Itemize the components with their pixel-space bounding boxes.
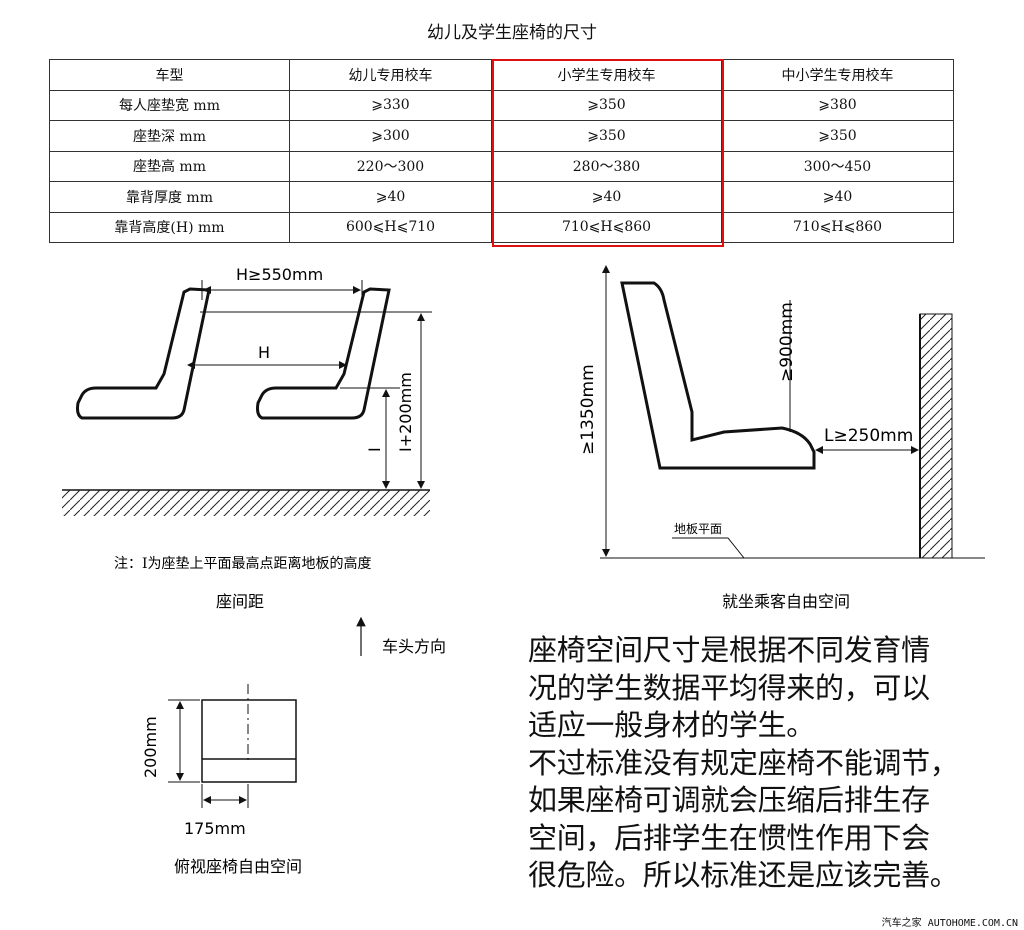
label-1350: ≥1350mm bbox=[578, 364, 598, 455]
free-space-caption: 就坐乘客自由空间 bbox=[722, 592, 850, 611]
direction-label: 车头方向 bbox=[382, 637, 446, 656]
page-title: 幼儿及学生座椅的尺寸 bbox=[427, 23, 597, 43]
table-cell: 220～300 bbox=[289, 150, 492, 182]
table-row: 每人座垫宽 mm ⩾330 ⩾350 ⩾380 bbox=[49, 89, 954, 121]
table-cell: ⩾350 bbox=[491, 120, 722, 152]
header-secondary-bus: 中小学生专用校车 bbox=[721, 59, 954, 91]
commentary-text: 座椅空间尺寸是根据不同发育情 况的学生数据平均得来的，可以 适应一般身材的学生。… bbox=[528, 633, 959, 892]
table-cell: 600⩽H⩽710 bbox=[289, 211, 492, 243]
seat-spacing-note: 注：I为座垫上平面最高点距离地板的高度 bbox=[114, 555, 372, 572]
table-cell: ⩾40 bbox=[721, 181, 954, 213]
table-cell: 300～450 bbox=[721, 150, 954, 182]
row-label: 靠背厚度 mm bbox=[49, 181, 290, 213]
label-l: L≥250mm bbox=[824, 426, 913, 446]
label-900: ≥900mm bbox=[777, 302, 797, 382]
top-view-diagram bbox=[168, 616, 366, 808]
row-label: 每人座垫宽 mm bbox=[49, 89, 290, 121]
header-kindergarten-bus: 幼儿专用校车 bbox=[289, 59, 492, 91]
table-row: 靠背高度(H) mm 600⩽H⩽710 710⩽H⩽860 710⩽H⩽860 bbox=[49, 211, 954, 243]
seat-right bbox=[256, 287, 391, 420]
table-cell: ⩾380 bbox=[721, 89, 954, 121]
label-200: 200mm bbox=[141, 716, 160, 778]
table-cell: ⩾300 bbox=[289, 120, 492, 152]
table-cell: ⩾330 bbox=[289, 89, 492, 121]
floor-label: 地板平面 bbox=[674, 522, 722, 536]
watermark-footer: 汽车之家 AUTOHOME.COM.CN bbox=[881, 918, 1018, 929]
passenger-seat bbox=[620, 281, 816, 470]
seat-dimension-table: 车型 幼儿专用校车 小学生专用校车 中小学生专用校车 每人座垫宽 mm ⩾330… bbox=[49, 59, 954, 243]
seat-spacing-caption: 座间距 bbox=[216, 592, 264, 611]
label-h-min: H≥550mm bbox=[236, 265, 323, 284]
free-space-diagram bbox=[600, 265, 985, 559]
row-label: 靠背高度(H) mm bbox=[49, 211, 290, 243]
table-cell: ⩾40 bbox=[491, 181, 722, 213]
wall-hatch bbox=[919, 313, 953, 559]
label-i-200: I+200mm bbox=[396, 372, 415, 452]
header-vehicle-type: 车型 bbox=[49, 59, 290, 91]
label-175: 175mm bbox=[184, 819, 246, 838]
top-view-caption: 俯视座椅自由空间 bbox=[174, 857, 302, 876]
label-h: H bbox=[258, 343, 270, 362]
table-cell: ⩾350 bbox=[721, 120, 954, 152]
seat-spacing-diagram bbox=[62, 280, 432, 516]
seat-footprint bbox=[201, 699, 297, 783]
table-cell: 710⩽H⩽860 bbox=[491, 211, 722, 243]
floor-hatch bbox=[62, 490, 430, 516]
seat-left bbox=[76, 287, 211, 420]
table-row: 靠背厚度 mm ⩾40 ⩾40 ⩾40 bbox=[49, 181, 954, 213]
label-i: I bbox=[365, 447, 384, 452]
